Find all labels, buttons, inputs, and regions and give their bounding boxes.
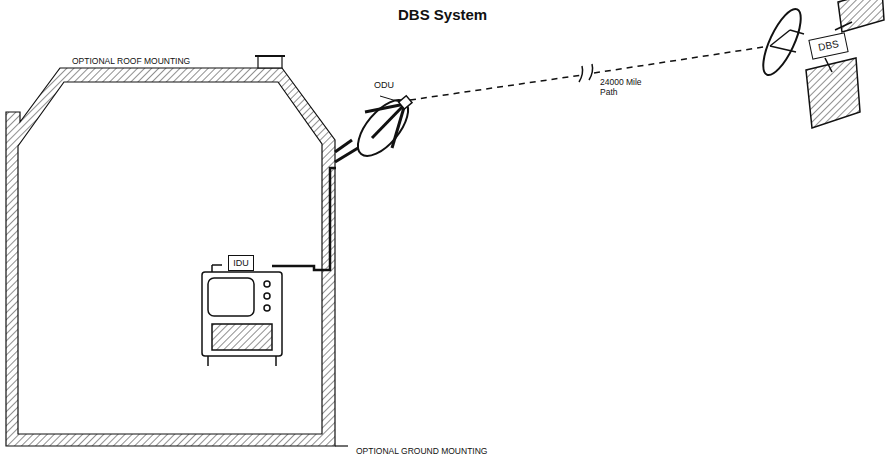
dbs-satellite	[756, 0, 884, 128]
tv-set	[202, 265, 282, 366]
house-wall	[6, 68, 335, 446]
odu-dish	[335, 92, 417, 165]
roof-mount	[258, 56, 282, 68]
distance-label: 24000 Mile Path	[598, 78, 662, 98]
mounting-note: OPTIONAL ROOF MOUNTING	[70, 56, 192, 66]
part-label: ODU	[372, 80, 396, 90]
box-text: IDU	[229, 258, 253, 268]
box-text: DBS	[810, 36, 847, 54]
break-mark	[579, 64, 593, 82]
satellite-body: DBS	[808, 32, 848, 59]
beam-path	[410, 75, 582, 100]
mounting-note: OPTIONAL GROUND MOUNTING	[354, 446, 489, 456]
diagram-title: DBS System	[398, 6, 487, 23]
idu-box: IDU	[228, 255, 254, 271]
cable	[272, 168, 336, 270]
